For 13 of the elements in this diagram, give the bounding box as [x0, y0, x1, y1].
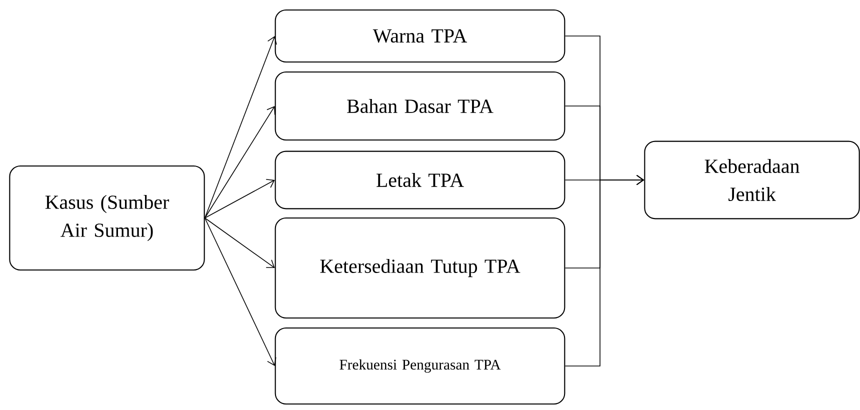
process-box: Warna TPA: [274, 9, 566, 63]
arrow: [204, 106, 276, 218]
arrow: [204, 179, 275, 218]
process-box: Ketersediaan Tutup TPA: [274, 217, 566, 319]
process-box: Frekuensi Pengurasan TPA: [274, 327, 566, 405]
process-box: Letak TPA: [274, 150, 566, 210]
process-box: Kasus (Sumber Air Sumur): [9, 165, 205, 271]
arrow: [564, 174, 644, 366]
arrow: [204, 218, 275, 268]
process-box: Keberadaan Jentik: [644, 140, 860, 220]
arrow: [204, 36, 277, 218]
arrow: [204, 218, 276, 366]
process-box: Bahan Dasar TPA: [274, 71, 566, 141]
